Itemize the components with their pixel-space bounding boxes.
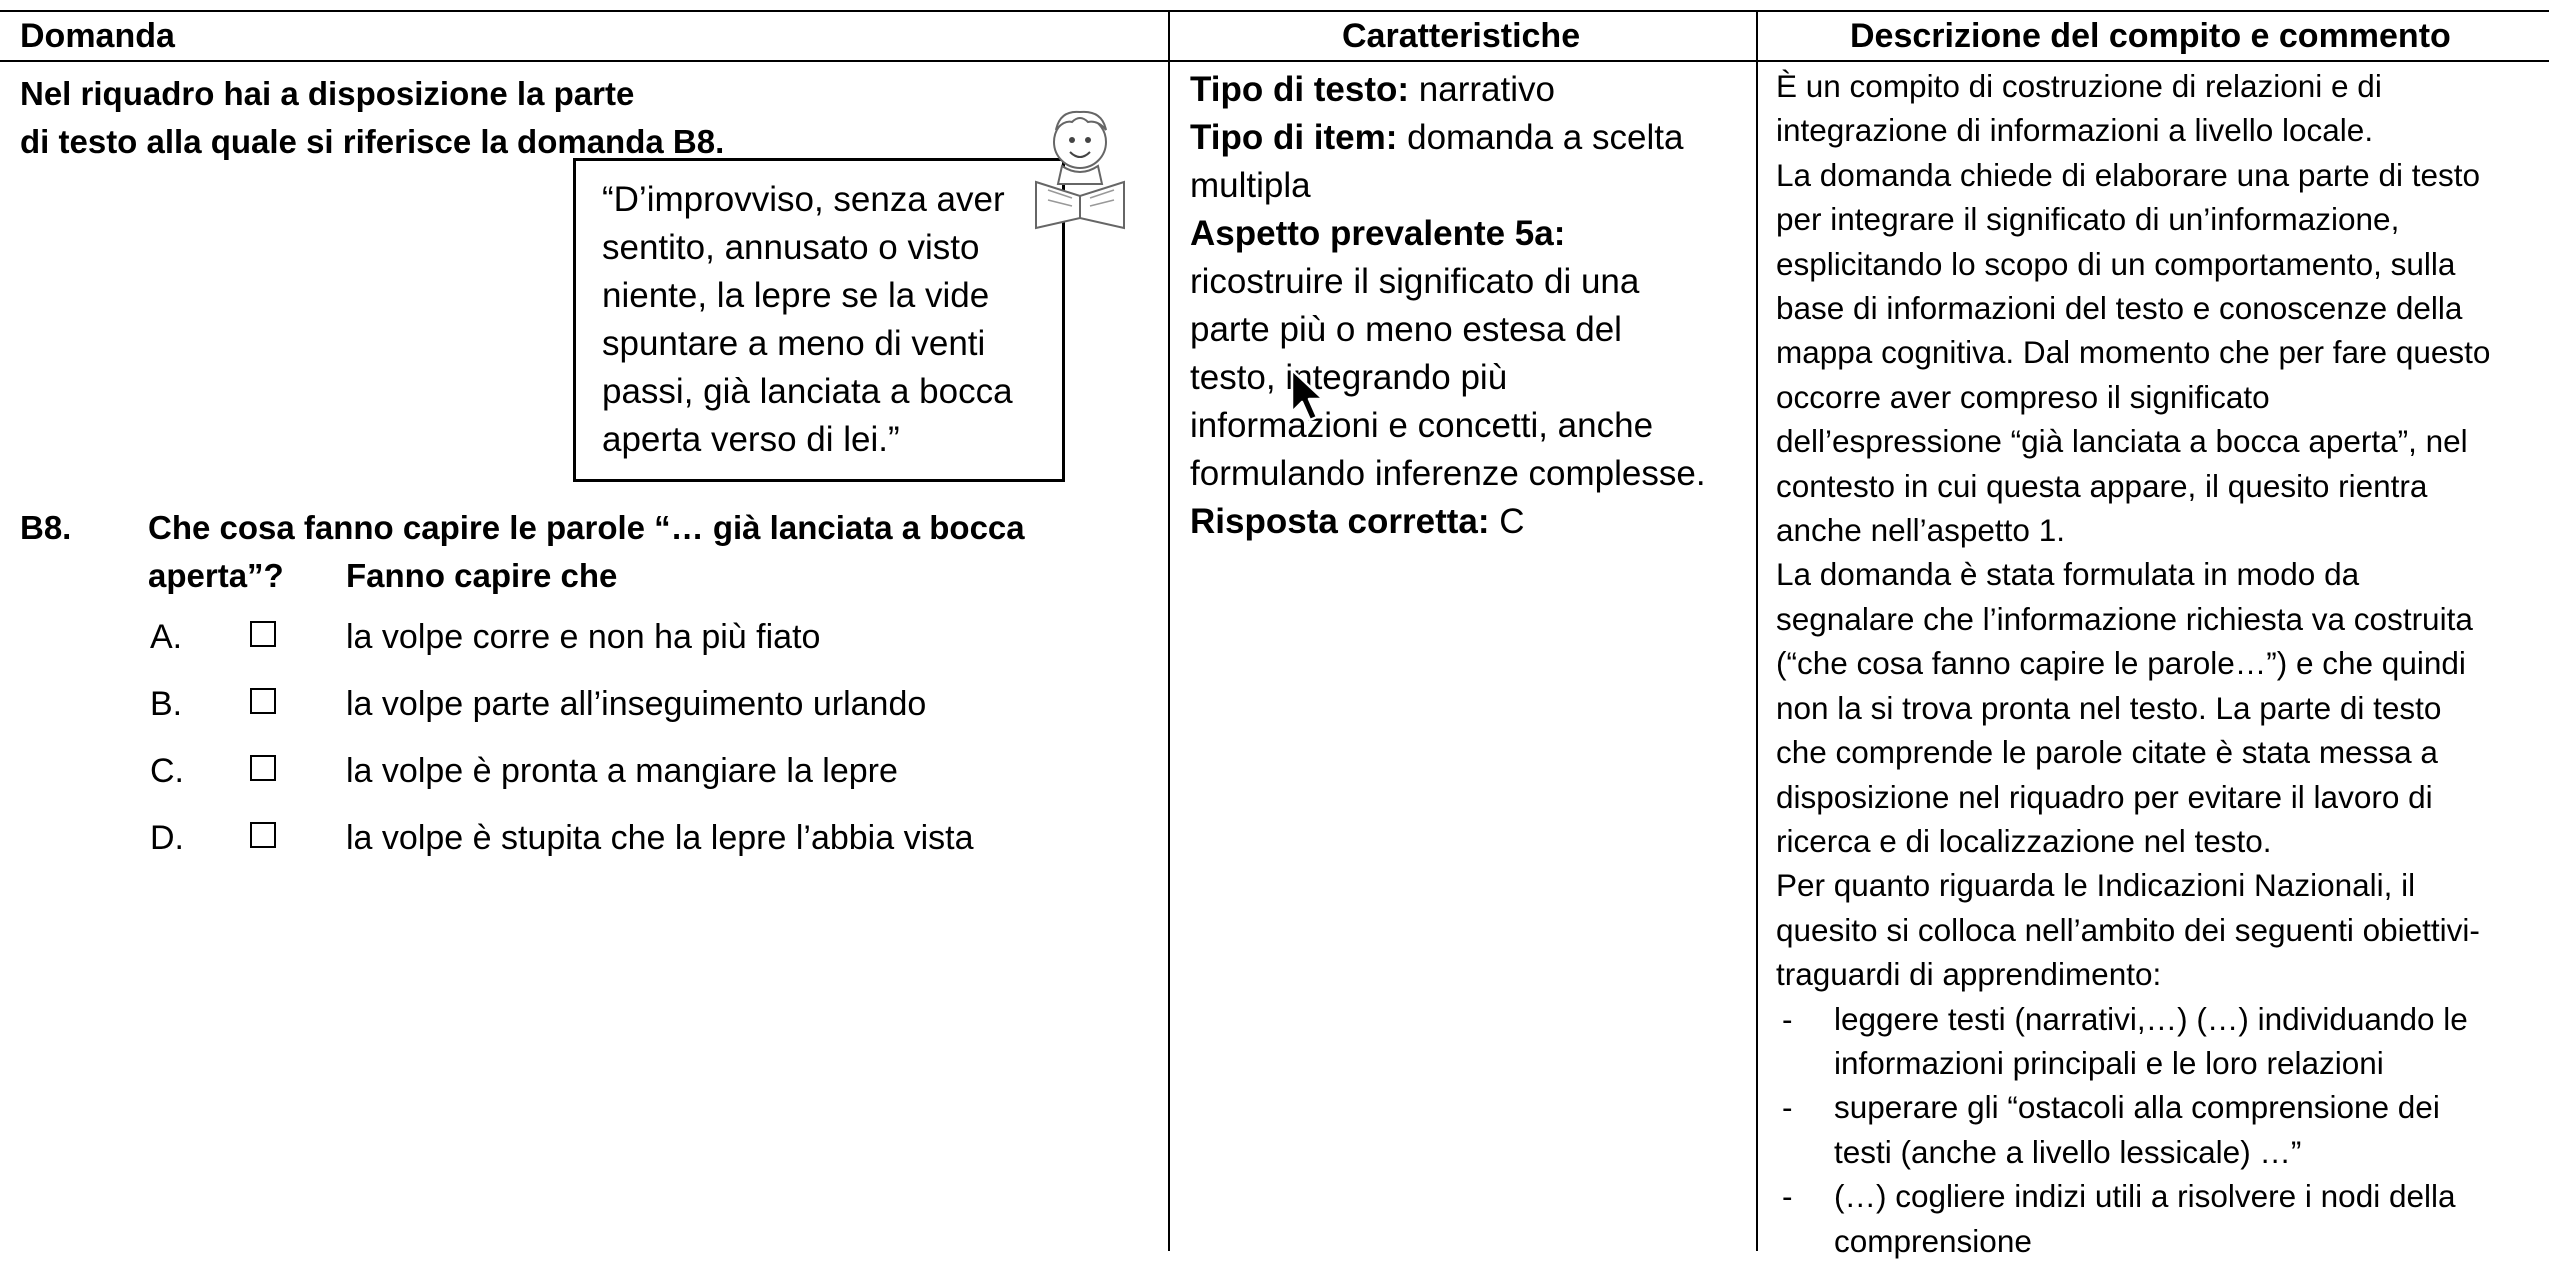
description-line: occorre aver compreso il significato <box>1776 378 2270 415</box>
bullet-item: - (…) cogliere indizi utili a risolvere … <box>1776 1174 2536 1263</box>
bullet-line: leggere testi (narrativi,…) (…) individu… <box>1834 1000 2468 1037</box>
option-c[interactable]: C. la volpe è pronta a mangiare la lepre <box>0 747 1160 795</box>
description-line: contesto in cui questa appare, il quesit… <box>1776 467 2428 504</box>
quote-line: aperta verso di lei.” <box>602 420 900 459</box>
checkbox[interactable] <box>250 688 276 714</box>
description-line: È un compito di costruzione di relazioni… <box>1776 68 2382 104</box>
description-line: mappa cognitiva. Dal momento che per far… <box>1776 334 2491 371</box>
bullet-line: testi (anche a livello lessicale) …” <box>1834 1133 2302 1170</box>
bullet-dash: - <box>1782 1000 1793 1037</box>
checkbox[interactable] <box>250 755 276 781</box>
description-line: Per quanto riguarda le Indicazioni Nazio… <box>1776 867 2416 904</box>
risposta-corretta: Risposta corretta: C <box>1190 498 1706 546</box>
aspetto-label: Aspetto prevalente 5a: <box>1190 214 1566 253</box>
description: È un compito di costruzione di relazioni… <box>1776 64 2536 1263</box>
column-divider-1 <box>1168 10 1170 1251</box>
bullet-line: (…) cogliere indizi utili a risolvere i … <box>1834 1178 2456 1215</box>
aspetto-line: testo, integrando più <box>1190 358 1508 397</box>
description-line: anche nell’aspetto 1. <box>1776 512 2065 549</box>
aspetto-line: formulando inferenze complesse. <box>1190 454 1706 493</box>
intro-line-2: di testo alla quale si riferisce la doma… <box>20 123 725 160</box>
option-d[interactable]: D. la volpe è stupita che la lepre l’abb… <box>0 814 1160 862</box>
intro-text: Nel riquadro hai a disposizione la parte… <box>20 70 724 166</box>
tipo-item-label: Tipo di item: <box>1190 118 1398 157</box>
description-line: La domanda è stata formulata in modo da <box>1776 556 2360 593</box>
header-divider <box>0 60 2549 62</box>
question-text-line-3: Fanno capire che <box>346 557 618 594</box>
header-domanda: Domanda <box>20 17 175 55</box>
description-line: La domanda chiede di elaborare una parte… <box>1776 156 2480 193</box>
header-descrizione: Descrizione del compito e commento <box>1850 17 2451 55</box>
description-line: dell’espressione “già lanciata a bocca a… <box>1776 423 2468 460</box>
option-letter: B. <box>150 685 183 723</box>
bullet-item: - superare gli “ostacoli alla comprensio… <box>1776 1085 2536 1174</box>
quote-text: “D’improvviso, senza aver sentito, annus… <box>602 176 1013 464</box>
option-a[interactable]: A. la volpe corre e non ha più fiato <box>0 613 1160 661</box>
column-divider-2 <box>1756 10 1758 1251</box>
option-letter: A. <box>150 618 183 656</box>
tipo-testo-value: narrativo <box>1409 70 1555 109</box>
tipo-item-value: domanda a scelta <box>1397 118 1684 157</box>
risposta-label: Risposta corretta: <box>1190 502 1490 541</box>
aspetto-line: parte più o meno estesa del <box>1190 310 1622 349</box>
quote-line: sentito, annusato o visto <box>602 228 980 267</box>
description-line: ricerca e di localizzazione nel testo. <box>1776 822 2272 859</box>
option-letter: D. <box>150 819 184 857</box>
aspetto-line: informazioni e concetti, anche <box>1190 406 1654 445</box>
intro-line-1: Nel riquadro hai a disposizione la parte <box>20 75 635 112</box>
question-text-line-2: aperta”? <box>148 557 284 594</box>
tipo-testo-label: Tipo di testo: <box>1190 70 1410 109</box>
quote-line: “D’improvviso, senza aver <box>602 180 1005 219</box>
quote-line: spuntare a meno di venti <box>602 324 986 363</box>
reading-child-icon <box>1035 110 1125 230</box>
quote-box <box>573 158 1065 482</box>
bullet-dash: - <box>1782 1178 1793 1215</box>
question-number: B8. <box>20 509 72 546</box>
description-line: non la si trova pronta nel testo. La par… <box>1776 689 2442 726</box>
bullet-line: informazioni principali e le loro relazi… <box>1834 1044 2384 1081</box>
tipo-item-value-cont: multipla <box>1190 166 1311 205</box>
option-label: la volpe è pronta a mangiare la lepre <box>346 752 898 790</box>
question-text-line-1: Che cosa fanno capire le parole “… già l… <box>148 509 1025 546</box>
aspetto-line: ricostruire il significato di una <box>1190 262 1640 301</box>
checkbox[interactable] <box>250 621 276 647</box>
quote-line: niente, la lepre se la vide <box>602 276 990 315</box>
description-line: disposizione nel riquadro per evitare il… <box>1776 778 2433 815</box>
option-b[interactable]: B. la volpe parte all’inseguimento urlan… <box>0 680 1160 728</box>
checkbox[interactable] <box>250 822 276 848</box>
header-caratteristiche: Caratteristiche <box>1342 17 1581 55</box>
table-top-border <box>0 10 2549 12</box>
characteristics: Tipo di testo: narrativo Tipo di item: d… <box>1190 66 1706 546</box>
description-line: che comprende le parole citate è stata m… <box>1776 734 2438 771</box>
description-line: esplicitando lo scopo di un comportament… <box>1776 245 2456 282</box>
description-line: per integrare il significato di un’infor… <box>1776 201 2400 238</box>
description-line: (“che cosa fanno capire le parole…”) e c… <box>1776 645 2466 682</box>
option-label: la volpe è stupita che la lepre l’abbia … <box>346 819 974 857</box>
mouse-cursor-icon <box>1290 368 1325 422</box>
bullet-line: comprensione <box>1834 1222 2032 1259</box>
description-line: integrazione di informazioni a livello l… <box>1776 112 2374 149</box>
bullet-item: - leggere testi (narrativi,…) (…) indivi… <box>1776 997 2536 1086</box>
tipo-testo: Tipo di testo: narrativo <box>1190 66 1706 114</box>
bullet-line: superare gli “ostacoli alla comprensione… <box>1834 1089 2440 1126</box>
option-label: la volpe corre e non ha più fiato <box>346 618 821 656</box>
risposta-value: C <box>1489 502 1525 541</box>
tipo-item: Tipo di item: domanda a scelta <box>1190 114 1706 162</box>
option-letter: C. <box>150 752 184 790</box>
option-label: la volpe parte all’inseguimento urlando <box>346 685 927 723</box>
description-line: traguardi di apprendimento: <box>1776 956 2162 993</box>
quote-line: passi, già lanciata a bocca <box>602 372 1013 411</box>
description-line: base di informazioni del testo e conosce… <box>1776 290 2463 327</box>
description-line: segnalare che l’informazione richiesta v… <box>1776 600 2473 637</box>
bullet-dash: - <box>1782 1089 1793 1126</box>
description-line: quesito si colloca nell’ambito dei segue… <box>1776 911 2480 948</box>
